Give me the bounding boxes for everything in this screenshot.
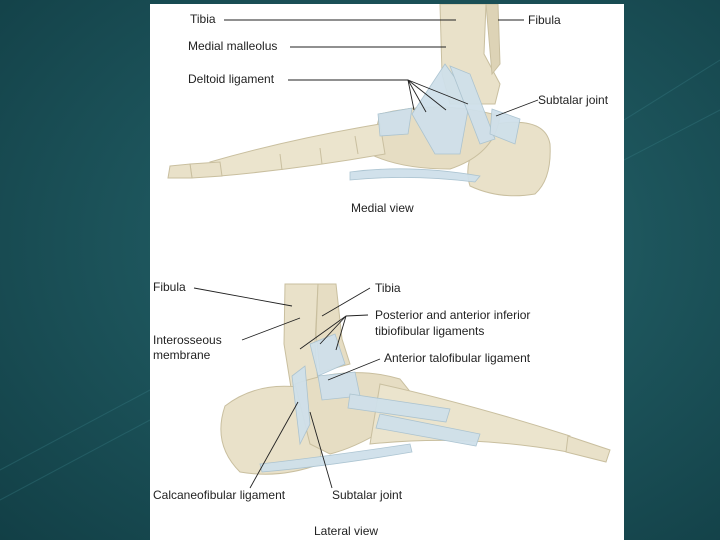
- label-tibia-lateral: Tibia: [375, 281, 401, 295]
- label-fibula-lateral: Fibula: [153, 280, 186, 294]
- anatomy-figure-panel: Tibia Fibula Medial malleolus Deltoid li…: [150, 4, 624, 540]
- label-fibula-medial: Fibula: [528, 13, 561, 27]
- label-anterior-talofibular: Anterior talofibular ligament: [384, 351, 530, 365]
- label-interosseous: Interosseous: [153, 333, 222, 347]
- medial-foot-illustration: [168, 4, 550, 196]
- label-tibia-medial: Tibia: [190, 12, 216, 26]
- label-tibiofibular-line2: tibiofibular ligaments: [375, 324, 484, 338]
- caption-lateral-view: Lateral view: [314, 524, 378, 538]
- label-deltoid-ligament: Deltoid ligament: [188, 72, 274, 86]
- label-tibiofibular-line1: Posterior and anterior inferior: [375, 308, 530, 322]
- label-medial-malleolus: Medial malleolus: [188, 39, 277, 53]
- label-calcaneofibular: Calcaneofibular ligament: [153, 488, 285, 502]
- label-membrane: membrane: [153, 348, 210, 362]
- caption-medial-view: Medial view: [351, 201, 414, 215]
- label-subtalar-joint-lateral: Subtalar joint: [332, 488, 402, 502]
- label-subtalar-joint-medial: Subtalar joint: [538, 93, 608, 107]
